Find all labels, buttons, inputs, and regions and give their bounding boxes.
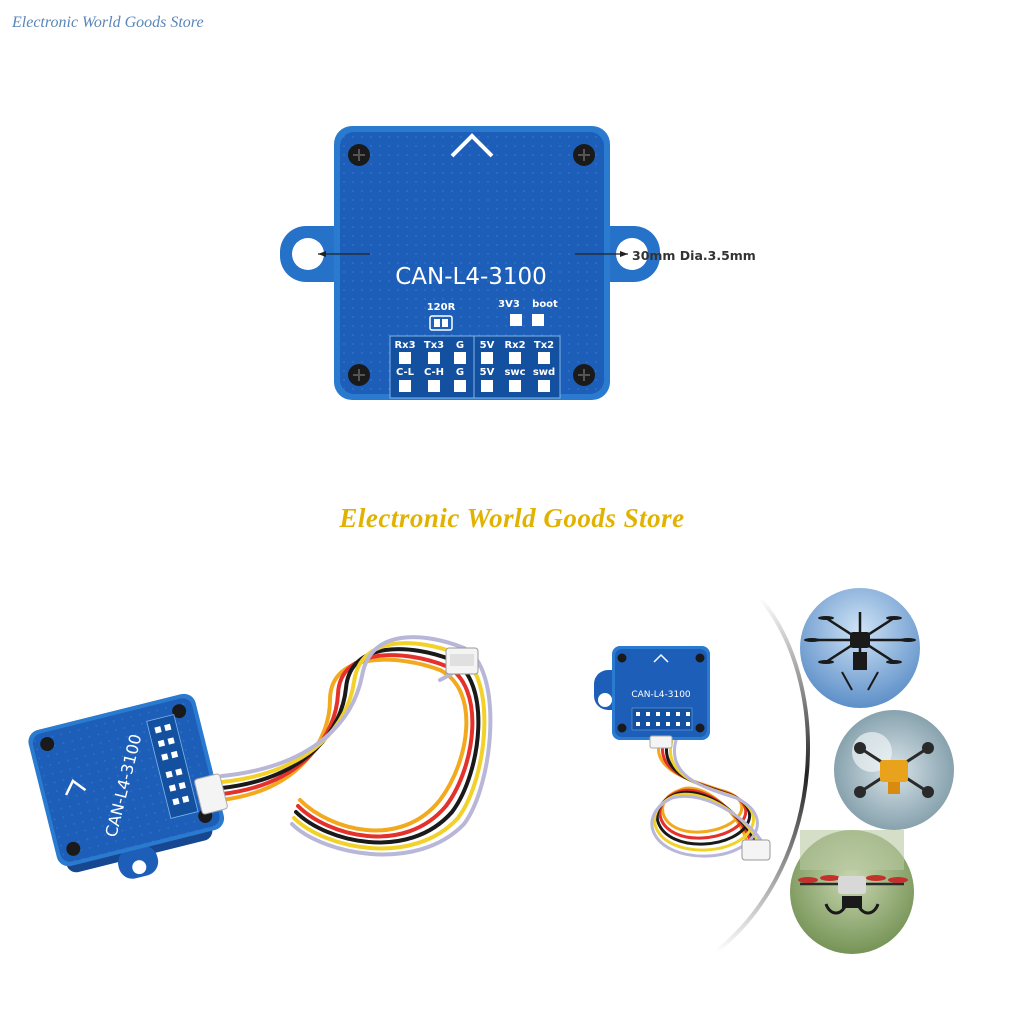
board-with-cable: CAN-L4-3100 bbox=[28, 635, 493, 879]
resistor-label: 120R bbox=[427, 302, 456, 313]
mount-hole-left bbox=[292, 238, 324, 270]
drone-photo-2 bbox=[834, 710, 954, 830]
pin-pad bbox=[399, 352, 411, 364]
board-with-cable-small: CAN-L4-3100 bbox=[594, 646, 771, 861]
drone-photo-1 bbox=[800, 588, 920, 708]
chevron-up-icon bbox=[450, 133, 494, 158]
pin-label-top: G bbox=[456, 340, 464, 351]
board-model-label-small: CAN-L4-3100 bbox=[631, 690, 691, 700]
pin-pad bbox=[454, 380, 466, 392]
pin-pad bbox=[509, 380, 521, 392]
pin-pad bbox=[538, 380, 550, 392]
screw-icon bbox=[348, 144, 595, 386]
board-model-label: CAN-L4-3100 bbox=[395, 264, 547, 290]
side-connector bbox=[194, 773, 228, 815]
pin-label-bottom: swd bbox=[533, 367, 555, 378]
pad-boot bbox=[532, 314, 544, 326]
pin-label-bottom: C-H bbox=[424, 367, 444, 378]
store-title: Electronic World Goods Store bbox=[339, 503, 685, 533]
pad-3v3 bbox=[510, 314, 522, 326]
pin-pad bbox=[509, 352, 521, 364]
pin-pad bbox=[428, 352, 440, 364]
pin-label-bottom: C-L bbox=[396, 367, 415, 378]
pin-pad bbox=[538, 352, 550, 364]
curved-divider bbox=[714, 596, 810, 954]
pin-label-top: 5V bbox=[480, 340, 495, 351]
mount-hole-right bbox=[616, 238, 648, 270]
chevron-up-icon bbox=[64, 779, 87, 796]
pin-pad bbox=[454, 352, 466, 364]
watermark-text: Electronic World Goods Store bbox=[12, 14, 204, 31]
drone-photo-3 bbox=[790, 830, 914, 954]
dimension-label: 30mm Dia.3.5mm bbox=[632, 248, 756, 263]
pin-pad bbox=[481, 352, 493, 364]
pin-label-bottom: G bbox=[456, 367, 464, 378]
pin-pad bbox=[399, 380, 411, 392]
chevron-up-icon bbox=[653, 653, 669, 663]
pad-label-boot: boot bbox=[532, 299, 558, 310]
jumper-pad bbox=[429, 315, 453, 331]
pin-pad bbox=[428, 380, 440, 392]
pin-label-top: Tx3 bbox=[424, 340, 444, 351]
pin-label-bottom: swc bbox=[504, 367, 525, 378]
pad-label-3v3: 3V3 bbox=[498, 299, 520, 310]
pin-label-top: Rx2 bbox=[504, 340, 525, 351]
jst-connector-small bbox=[741, 839, 771, 861]
pin-label-bottom: 5V bbox=[480, 367, 495, 378]
pin-label-top: Rx3 bbox=[394, 340, 415, 351]
pin-pad bbox=[481, 380, 493, 392]
pin-label-top: Tx2 bbox=[534, 340, 554, 351]
